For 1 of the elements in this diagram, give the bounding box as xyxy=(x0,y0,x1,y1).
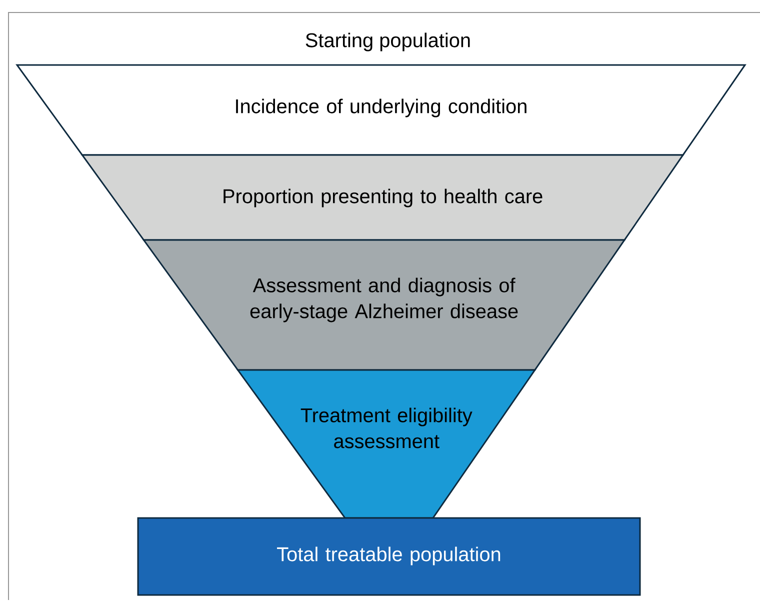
result-box: Total treatable population xyxy=(137,517,641,596)
